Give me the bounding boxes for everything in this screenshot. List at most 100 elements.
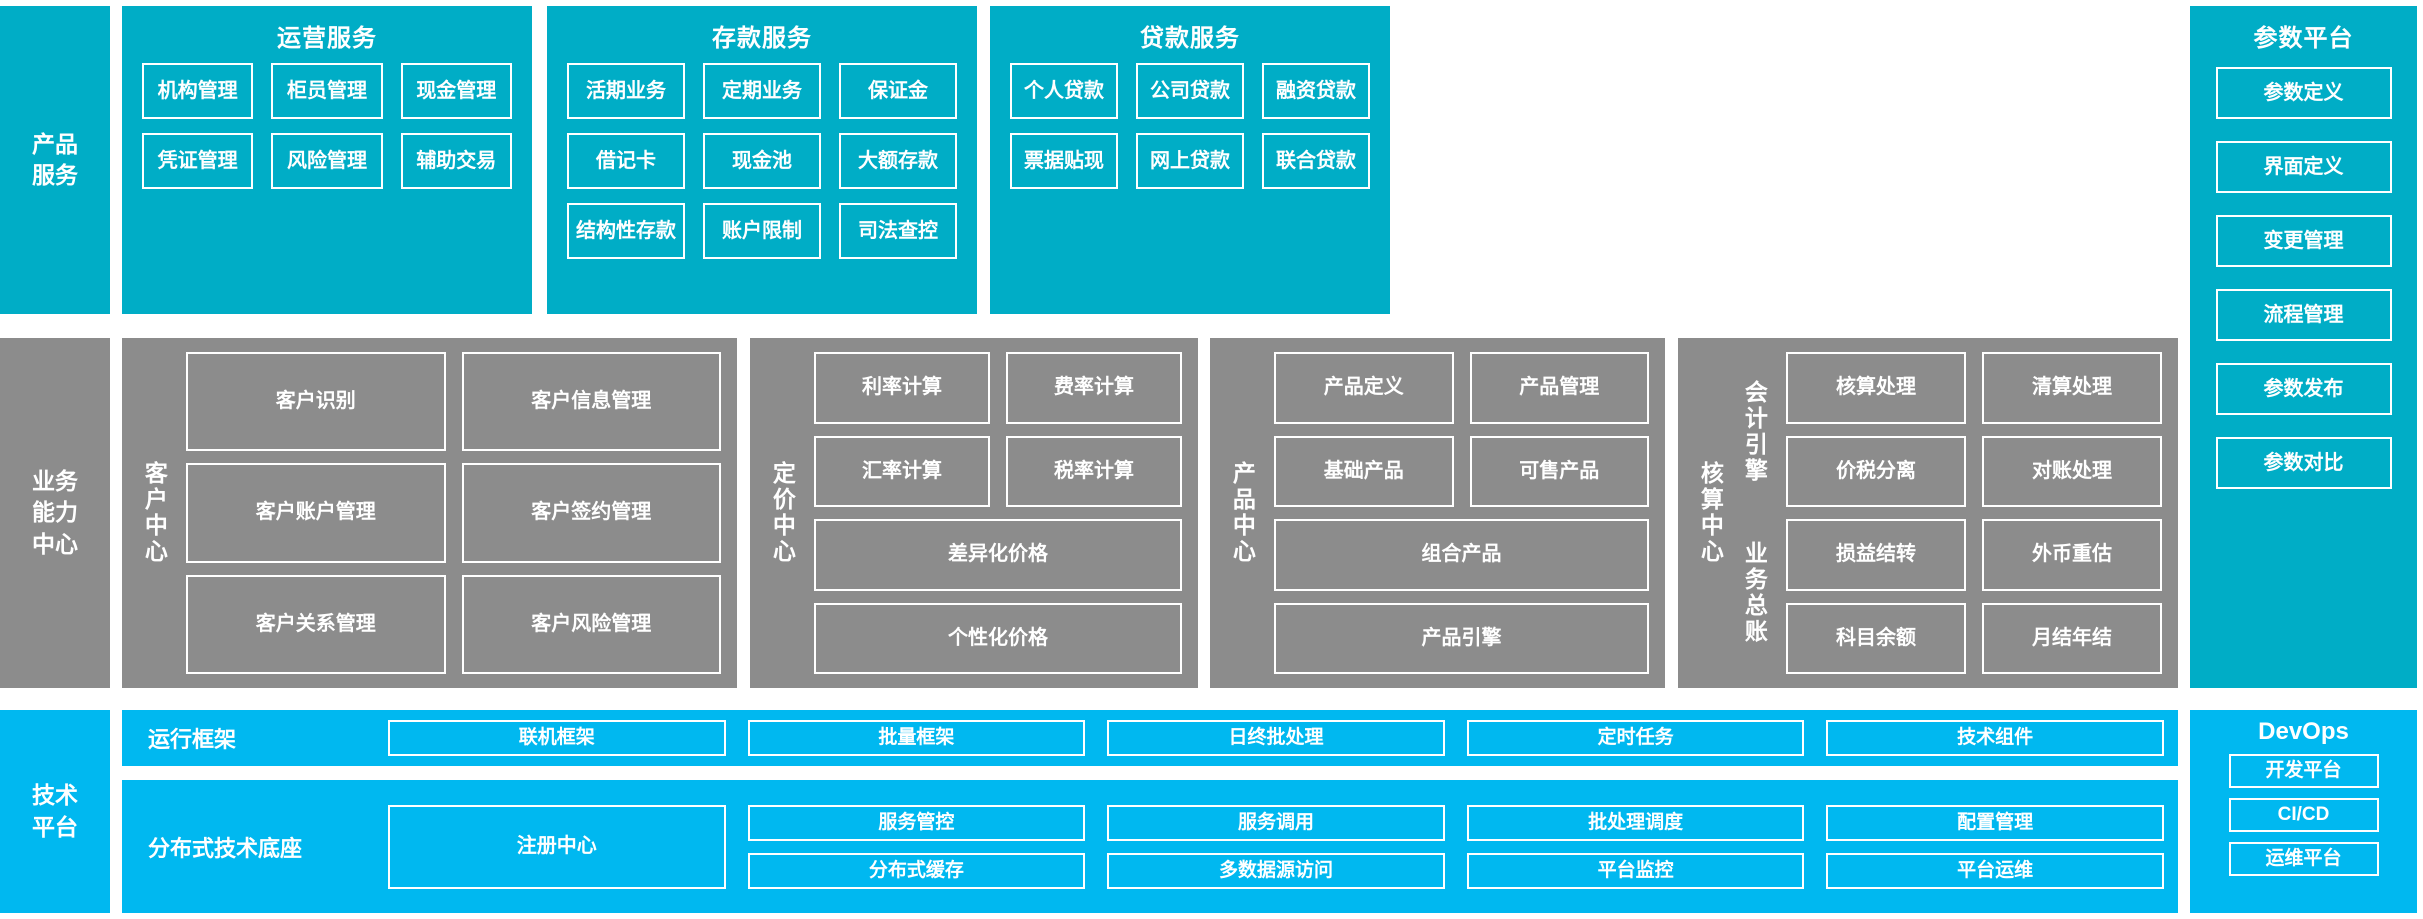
group-deposit-service: 存款服务 活期业务 定期业务 保证金 借记卡 现金池 大额存款 结构性存款 账户…	[547, 6, 977, 314]
service-card[interactable]: 结构性存款	[567, 203, 685, 259]
service-card[interactable]: 融资贷款	[1262, 63, 1370, 119]
center-row: 个性化价格	[814, 602, 1182, 674]
center-pricing: 定价中心 利率计算 费率计算 汇率计算 税率计算 差异化价格 个性化价格	[750, 338, 1198, 688]
center-row: 差异化价格	[814, 519, 1182, 591]
tech-card[interactable]: 定时任务	[1466, 720, 1805, 756]
group-title-loan-service: 贷款服务	[1140, 25, 1240, 52]
devops-item[interactable]: 开发平台	[2228, 754, 2379, 788]
service-card[interactable]: 司法查控	[839, 203, 957, 259]
tech-card[interactable]: 技术组件	[1826, 720, 2164, 756]
capability-card[interactable]: 汇率计算	[814, 435, 990, 507]
capability-card[interactable]: 组合产品	[1274, 519, 1649, 591]
capability-card[interactable]: 税率计算	[1006, 435, 1182, 507]
service-card[interactable]: 凭证管理	[142, 133, 254, 189]
group-row: 借记卡 现金池 大额存款	[567, 133, 957, 189]
group-row: 机构管理 柜员管理 现金管理	[142, 63, 512, 119]
devops-column: DevOps 开发平台 CI/CD 运维平台	[2190, 710, 2417, 913]
service-card[interactable]: 机构管理	[142, 63, 254, 119]
param-item[interactable]: 参数对比	[2215, 437, 2392, 489]
param-item[interactable]: 流程管理	[2215, 289, 2392, 341]
capability-card[interactable]: 差异化价格	[814, 519, 1182, 591]
capability-card[interactable]: 产品引擎	[1274, 602, 1649, 674]
service-card[interactable]: 票据贴现	[1010, 133, 1118, 189]
tech-card[interactable]: 批量框架	[747, 720, 1086, 756]
service-card[interactable]: 定期业务	[703, 63, 821, 119]
devops-item[interactable]: 运维平台	[2228, 842, 2379, 876]
capability-card[interactable]: 产品管理	[1469, 352, 1649, 424]
capability-card[interactable]: 客户识别	[186, 352, 446, 452]
param-item[interactable]: 参数定义	[2215, 67, 2392, 119]
group-row: 票据贴现 网上贷款 联合贷款	[1010, 133, 1370, 189]
center-sublabel-business-ledger: 业务总账	[1741, 541, 1768, 646]
param-platform-column: 参数平台 参数定义 界面定义 变更管理 流程管理 参数发布 参数对比	[2190, 6, 2417, 688]
tech-card[interactable]: 配置管理	[1826, 804, 2164, 841]
layer-business-capability: 业务能力中心 客户中心 客户识别 客户信息管理 客户账户管理 客户签约管理 客户…	[0, 338, 2423, 688]
service-card[interactable]: 账户限制	[703, 203, 821, 259]
tech-card[interactable]: 分布式缓存	[747, 852, 1086, 889]
capability-card[interactable]: 基础产品	[1274, 435, 1454, 507]
layer-label-text: 技术平台	[32, 782, 78, 840]
center-product: 产品中心 产品定义 产品管理 基础产品 可售产品 组合产品 产品引擎	[1210, 338, 1665, 688]
capability-card[interactable]: 客户关系管理	[186, 574, 446, 674]
param-item[interactable]: 参数发布	[2215, 363, 2392, 415]
devops-item[interactable]: CI/CD	[2228, 798, 2379, 832]
capability-card[interactable]: 科目余额	[1786, 602, 1966, 674]
tech-card[interactable]: 服务调用	[1107, 804, 1445, 841]
band-runtime-framework: 运行框架 联机框架 批量框架 日终批处理 定时任务 技术组件	[122, 710, 2178, 766]
service-card[interactable]: 保证金	[839, 63, 957, 119]
service-card[interactable]: 柜员管理	[271, 63, 383, 119]
tech-card[interactable]: 批处理调度	[1466, 804, 1805, 841]
capability-card[interactable]: 损益结转	[1786, 519, 1966, 591]
capability-card[interactable]: 可售产品	[1469, 435, 1649, 507]
capability-card[interactable]: 产品定义	[1274, 352, 1454, 424]
center-name-product: 产品中心	[1229, 461, 1256, 565]
tech-card[interactable]: 日终批处理	[1107, 720, 1445, 756]
band-column: 配置管理 平台运维	[1826, 804, 2164, 889]
center-sublabel-accounting-engine: 会计引擎	[1741, 380, 1768, 485]
capability-card[interactable]: 核算处理	[1786, 352, 1966, 424]
capability-card[interactable]: 对账处理	[1982, 435, 2162, 507]
tech-card[interactable]: 注册中心	[388, 804, 726, 889]
capability-card[interactable]: 外币重估	[1982, 519, 2162, 591]
group-row: 凭证管理 风险管理 辅助交易	[142, 133, 512, 189]
capability-card[interactable]: 清算处理	[1982, 352, 2162, 424]
band-columns-distributed-base: 注册中心 服务管控 分布式缓存 服务调用 多数据源访问 批处理调度 平台监控 配…	[388, 804, 2164, 889]
center-row: 产品定义 产品管理	[1274, 352, 1649, 424]
layer-label-text: 业务能力中心	[32, 468, 78, 557]
capability-card[interactable]: 客户签约管理	[461, 463, 721, 563]
center-row: 客户关系管理 客户风险管理	[186, 574, 721, 674]
capability-card[interactable]: 价税分离	[1786, 435, 1966, 507]
service-card[interactable]: 借记卡	[567, 133, 685, 189]
group-operation-service: 运营服务 机构管理 柜员管理 现金管理 凭证管理 风险管理 辅助交易	[122, 6, 532, 314]
capability-card[interactable]: 费率计算	[1006, 352, 1182, 424]
tech-card[interactable]: 平台监控	[1466, 852, 1805, 889]
service-card[interactable]: 风险管理	[271, 133, 383, 189]
service-card[interactable]: 大额存款	[839, 133, 957, 189]
center-row: 客户账户管理 客户签约管理	[186, 463, 721, 563]
center-row: 客户识别 客户信息管理	[186, 352, 721, 452]
capability-card[interactable]: 个性化价格	[814, 602, 1182, 674]
service-card[interactable]: 公司贷款	[1136, 63, 1244, 119]
service-card[interactable]: 联合贷款	[1262, 133, 1370, 189]
service-card[interactable]: 辅助交易	[400, 133, 512, 189]
band-column: 注册中心	[388, 804, 726, 889]
tech-card[interactable]: 联机框架	[388, 720, 726, 756]
param-item[interactable]: 变更管理	[2215, 215, 2392, 267]
service-card[interactable]: 现金池	[703, 133, 821, 189]
service-card[interactable]: 个人贷款	[1010, 63, 1118, 119]
capability-card[interactable]: 月结年结	[1982, 602, 2162, 674]
service-card[interactable]: 现金管理	[400, 63, 512, 119]
tech-card[interactable]: 平台运维	[1826, 852, 2164, 889]
tech-card[interactable]: 服务管控	[747, 804, 1086, 841]
service-card[interactable]: 活期业务	[567, 63, 685, 119]
capability-card[interactable]: 利率计算	[814, 352, 990, 424]
service-card[interactable]: 网上贷款	[1136, 133, 1244, 189]
tech-card[interactable]: 多数据源访问	[1107, 852, 1445, 889]
param-item[interactable]: 界面定义	[2215, 141, 2392, 193]
capability-card[interactable]: 客户账户管理	[186, 463, 446, 563]
group-row: 活期业务 定期业务 保证金	[567, 63, 957, 119]
capability-card[interactable]: 客户风险管理	[461, 574, 721, 674]
capability-card[interactable]: 客户信息管理	[461, 352, 721, 452]
center-row: 汇率计算 税率计算	[814, 435, 1182, 507]
